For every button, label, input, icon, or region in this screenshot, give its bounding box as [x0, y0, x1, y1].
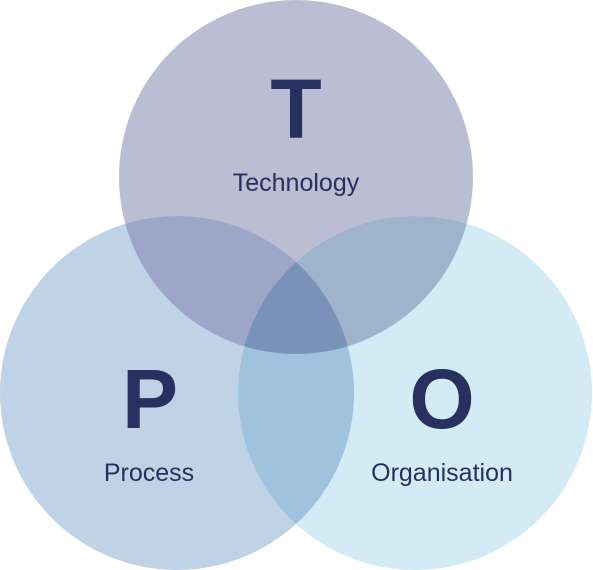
organisation-label: Organisation — [371, 459, 513, 487]
center-overlap — [238, 216, 354, 354]
technology-label: Technology — [233, 169, 360, 197]
technology-letter: T — [270, 62, 321, 156]
organisation-letter: O — [409, 352, 474, 446]
process-label: Process — [104, 459, 194, 487]
process-letter: P — [122, 352, 178, 446]
